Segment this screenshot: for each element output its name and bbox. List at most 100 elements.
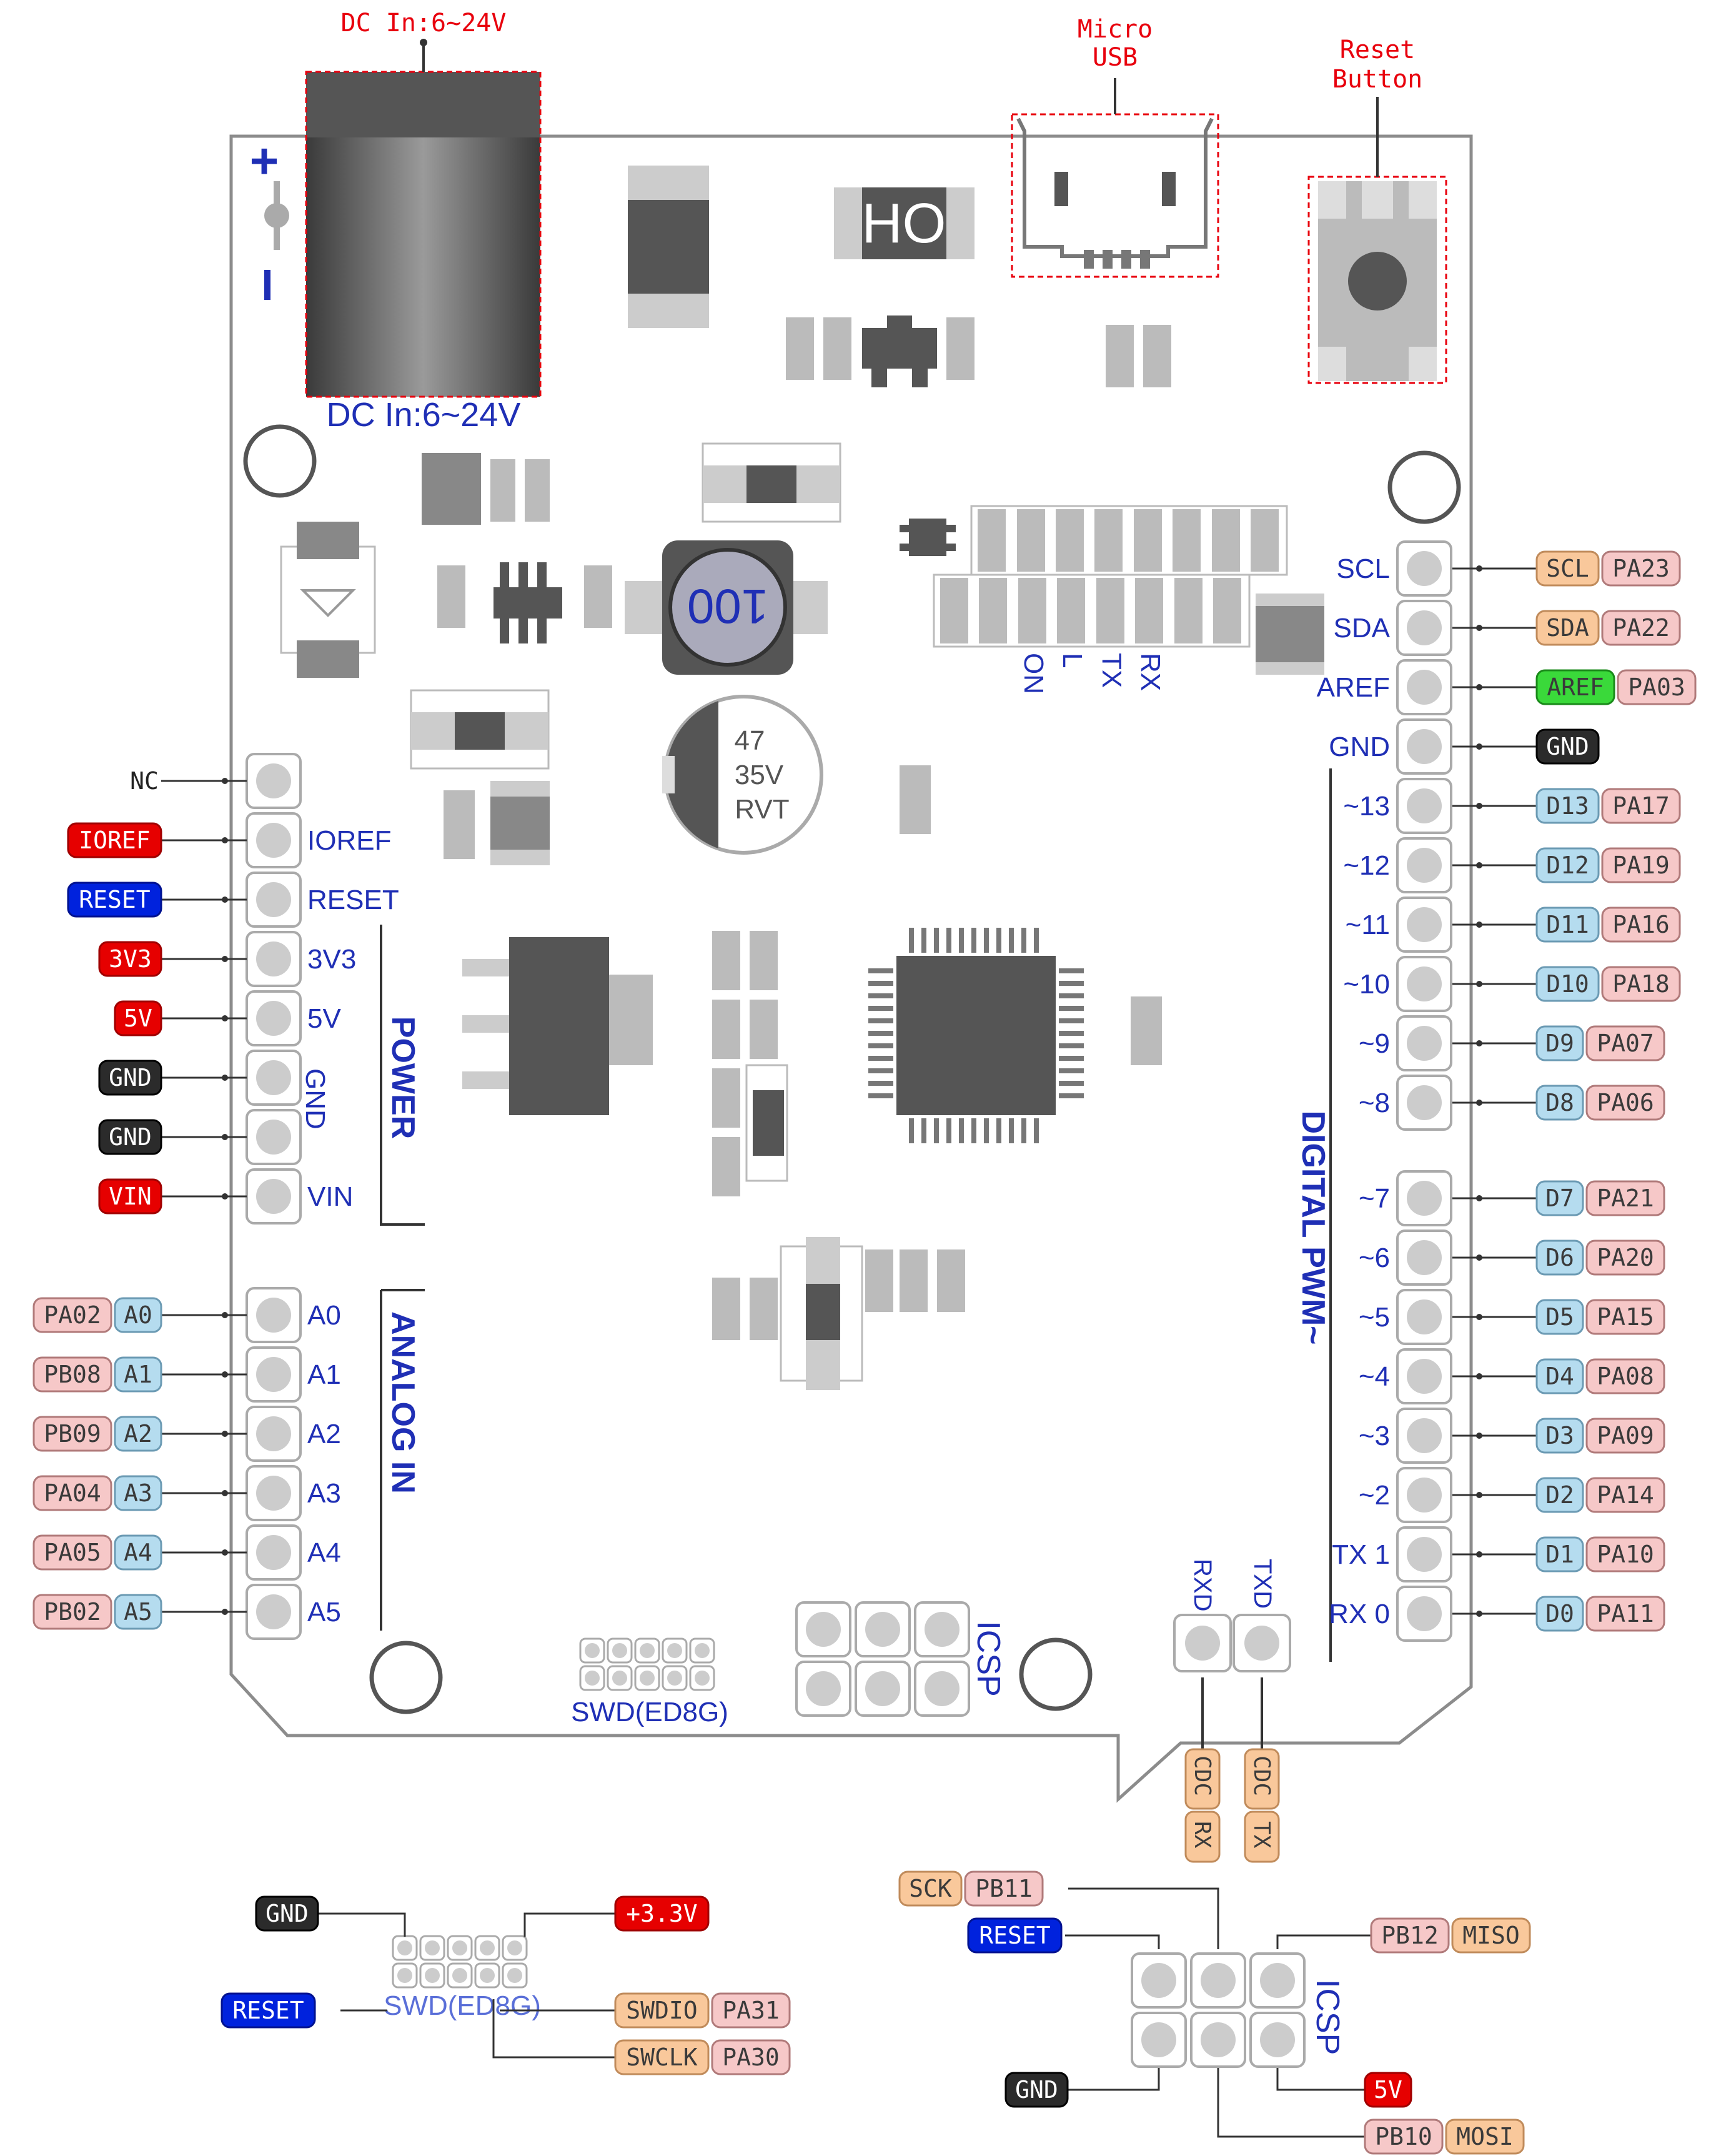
right-pin-pad — [1396, 1015, 1452, 1071]
icsp-detail-pad — [1131, 1952, 1187, 2009]
cap-marking-1: 47 — [735, 725, 765, 756]
right-pin-pad-hole — [1407, 1359, 1442, 1394]
dc-in-label: DC In:6~24V — [341, 9, 507, 37]
right-tag-text: PA06 — [1597, 1089, 1654, 1116]
right-pin-label: SCL — [1336, 554, 1390, 584]
left-tag: PB09 — [32, 1416, 112, 1452]
left-pin-pad — [245, 1346, 302, 1403]
leader-line — [1217, 2068, 1365, 2138]
right-pin-pad — [1396, 1170, 1452, 1226]
right-tag-text: PA19 — [1612, 852, 1670, 879]
left-tag-text: A3 — [124, 1479, 152, 1507]
left-tag-text: 5V — [124, 1005, 152, 1032]
rxd-txd-pads — [1173, 1614, 1291, 1749]
left-pin-label: A2 — [307, 1419, 341, 1449]
right-tag: PA06 — [1585, 1085, 1665, 1121]
swd-swclk-tag-text: SWCLK — [626, 2044, 698, 2071]
right-tag: D5 — [1535, 1299, 1584, 1335]
right-tag-bg — [1601, 907, 1681, 943]
right-pin-pad-hole — [1407, 1240, 1442, 1275]
icsp-5v-tag-text: 5V — [1374, 2076, 1402, 2104]
right-pin-pad-hole — [1407, 1085, 1442, 1120]
icsp-board-label: ICSP — [970, 1621, 1006, 1696]
right-tag-bg — [1601, 788, 1681, 824]
left-tag-text: RESET — [79, 886, 150, 913]
right-tag-bg — [1535, 1239, 1584, 1276]
right-pin-pad-hole — [1407, 610, 1442, 645]
icsp-pad — [914, 1661, 970, 1717]
right-tag: PA16 — [1601, 907, 1681, 943]
board-dc-in-label: DC In:6~24V — [327, 396, 521, 434]
icsp-sck-tag-text: SCK — [909, 1875, 952, 1902]
swd-swclk-tag: SWCLK — [614, 2039, 710, 2075]
swd-pad-hole — [585, 1671, 600, 1686]
icsp-pad-hole — [865, 1671, 900, 1706]
left-tag: VIN — [98, 1178, 162, 1215]
board-swd-header — [579, 1637, 715, 1691]
swd-detail-pad-hole — [397, 1968, 412, 1983]
right-tag-text: PA03 — [1628, 673, 1685, 701]
icsp-detail-pad-hole — [1201, 2022, 1236, 2057]
swd-detail-pad-hole — [480, 1940, 495, 1955]
right-tag-text: PA14 — [1597, 1481, 1654, 1509]
led-label-tx: TX — [1096, 653, 1127, 688]
right-tag-text: PA08 — [1597, 1363, 1654, 1390]
right-tag-bg — [1535, 669, 1615, 705]
icsp-mosi-pin-tag-bg — [1364, 2119, 1444, 2155]
left-pin-label: RESET — [307, 885, 399, 915]
micro-usb — [1011, 78, 1219, 278]
swd-swclk-pin-tag-text: PA30 — [722, 2044, 780, 2071]
left-tag: NC — [130, 767, 159, 795]
right-pin-pad — [1396, 956, 1452, 1012]
right-tag-bg — [1535, 1596, 1584, 1632]
left-pin-pad-hole — [256, 823, 291, 858]
right-pin-pad — [1396, 1075, 1452, 1131]
swd-detail-label: SWD(ED8G) — [384, 1990, 541, 2021]
icsp-detail-label: ICSP — [1309, 1979, 1346, 2055]
left-tag-text: GND — [109, 1123, 152, 1151]
right-tag: PA15 — [1585, 1299, 1665, 1335]
left-pin-label: A0 — [307, 1300, 341, 1331]
right-tag: PA08 — [1585, 1358, 1665, 1394]
left-tag-text: PA05 — [44, 1539, 101, 1566]
left-pin-pad-hole — [256, 1120, 291, 1155]
polarity-minus: I — [261, 261, 273, 309]
right-tag-bg — [1585, 1180, 1665, 1216]
right-tag-text: D11 — [1546, 911, 1589, 938]
right-tag-text: PA23 — [1612, 555, 1670, 582]
rxd-label: RXD — [1189, 1559, 1216, 1611]
right-pin-label: ~5 — [1359, 1302, 1390, 1333]
right-pin-label: ~6 — [1359, 1243, 1390, 1273]
left-tag-bg — [114, 1416, 162, 1452]
left-tag: 5V — [114, 1000, 162, 1036]
right-tag-bg — [1601, 610, 1681, 646]
right-pin-pad — [1396, 1586, 1452, 1642]
right-tag-bg — [1601, 550, 1681, 587]
left-pin-pad — [245, 990, 302, 1046]
right-pin-label: TX 1 — [1332, 1539, 1390, 1570]
digital-pwm-title: DIGITAL PWM~ — [1295, 1110, 1331, 1344]
right-tag-text: PA16 — [1612, 911, 1670, 938]
left-tag-bg — [98, 1060, 162, 1096]
right-tag-text: D1 — [1545, 1541, 1574, 1568]
left-pin-pad-hole — [256, 1357, 291, 1392]
icsp-5v-tag: 5V — [1364, 2072, 1412, 2108]
icsp-sck-pin-tag: PB11 — [964, 1870, 1044, 1907]
cdc-tag — [1184, 1811, 1221, 1863]
right-tag-bg — [1535, 1180, 1584, 1216]
left-pin-label: IOREF — [307, 825, 391, 856]
leader-line — [1068, 2068, 1160, 2091]
cdc-tag — [1244, 1748, 1280, 1810]
icsp-sck-tag: SCK — [898, 1870, 963, 1907]
icsp-pad-hole — [865, 1612, 900, 1647]
right-tag-text: PA21 — [1597, 1185, 1654, 1212]
right-pin-pad — [1396, 1408, 1452, 1464]
icsp-pad-hole — [925, 1671, 960, 1706]
right-tag: D12 — [1535, 847, 1600, 883]
left-tag-bg — [32, 1475, 112, 1511]
right-pin-label: ~7 — [1359, 1183, 1390, 1214]
left-tag: PA05 — [32, 1534, 112, 1571]
left-tag: A5 — [114, 1594, 162, 1630]
right-tag-bg — [1617, 669, 1697, 705]
right-pin-label: ~8 — [1359, 1088, 1390, 1118]
